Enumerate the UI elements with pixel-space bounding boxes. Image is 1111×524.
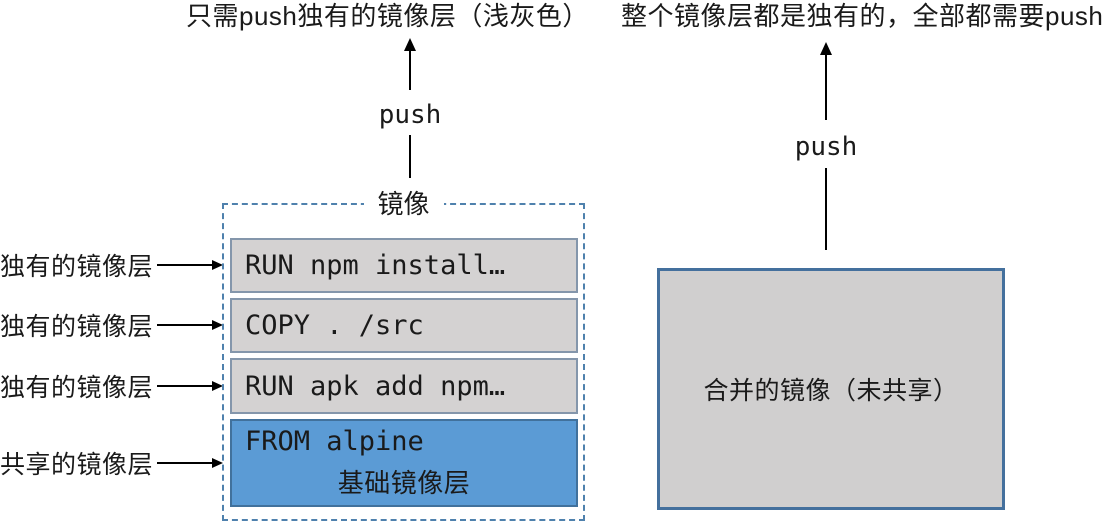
image-title: 镜像 xyxy=(363,188,444,220)
layer-copy-src: COPY . /src xyxy=(230,298,578,353)
side-label-unique-layer-1: 独有的镜像层 xyxy=(0,250,223,281)
image-dashed-container: 镜像 xyxy=(222,188,585,521)
side-label-text: 独有的镜像层 xyxy=(0,374,154,402)
arrowhead-right-icon xyxy=(212,260,223,270)
push-line-right-lower xyxy=(825,168,827,250)
arrowhead-right-icon xyxy=(212,458,223,468)
push-line-left-lower xyxy=(409,135,411,178)
side-label-unique-layer-3: 独有的镜像层 xyxy=(0,371,223,402)
merged-image-label: 合并的镜像（未共享） xyxy=(703,377,959,405)
push-label-left: push xyxy=(378,100,442,130)
merged-image-box: 合并的镜像（未共享） xyxy=(657,268,1005,510)
arrow-shaft xyxy=(157,264,212,266)
base-layer-command: FROM alpine xyxy=(245,426,424,457)
push-up-arrow-right-icon xyxy=(819,42,833,120)
push-up-arrow-left-icon xyxy=(403,38,417,90)
arrowhead-up-icon xyxy=(404,38,416,51)
arrow-shaft xyxy=(409,51,411,90)
arrow-shaft xyxy=(825,55,827,120)
side-label-text: 独有的镜像层 xyxy=(0,313,154,341)
arrow-shaft xyxy=(157,462,212,464)
side-label-shared-layer: 共享的镜像层 xyxy=(0,448,223,479)
layer-from-alpine-base: FROM alpine 基础镜像层 xyxy=(230,419,578,507)
layer-run-npm-install: RUN npm install… xyxy=(230,238,578,293)
layer-run-apk-add: RUN apk add npm… xyxy=(230,358,578,414)
base-layer-sublabel: 基础镜像层 xyxy=(337,468,471,498)
arrow-shaft xyxy=(157,324,212,326)
side-label-text: 独有的镜像层 xyxy=(0,253,154,281)
side-label-unique-layer-2: 独有的镜像层 xyxy=(0,310,223,341)
push-label-right: push xyxy=(794,132,858,162)
side-label-text: 共享的镜像层 xyxy=(0,451,154,479)
arrowhead-up-icon xyxy=(820,42,832,55)
arrowhead-right-icon xyxy=(212,381,223,391)
caption-unique-layers-push: 只需push独有的镜像层（浅灰色） xyxy=(186,1,589,31)
caption-whole-image-push: 整个镜像层都是独有的，全部都需要push xyxy=(621,1,1104,31)
arrow-shaft xyxy=(157,385,212,387)
arrowhead-right-icon xyxy=(212,320,223,330)
